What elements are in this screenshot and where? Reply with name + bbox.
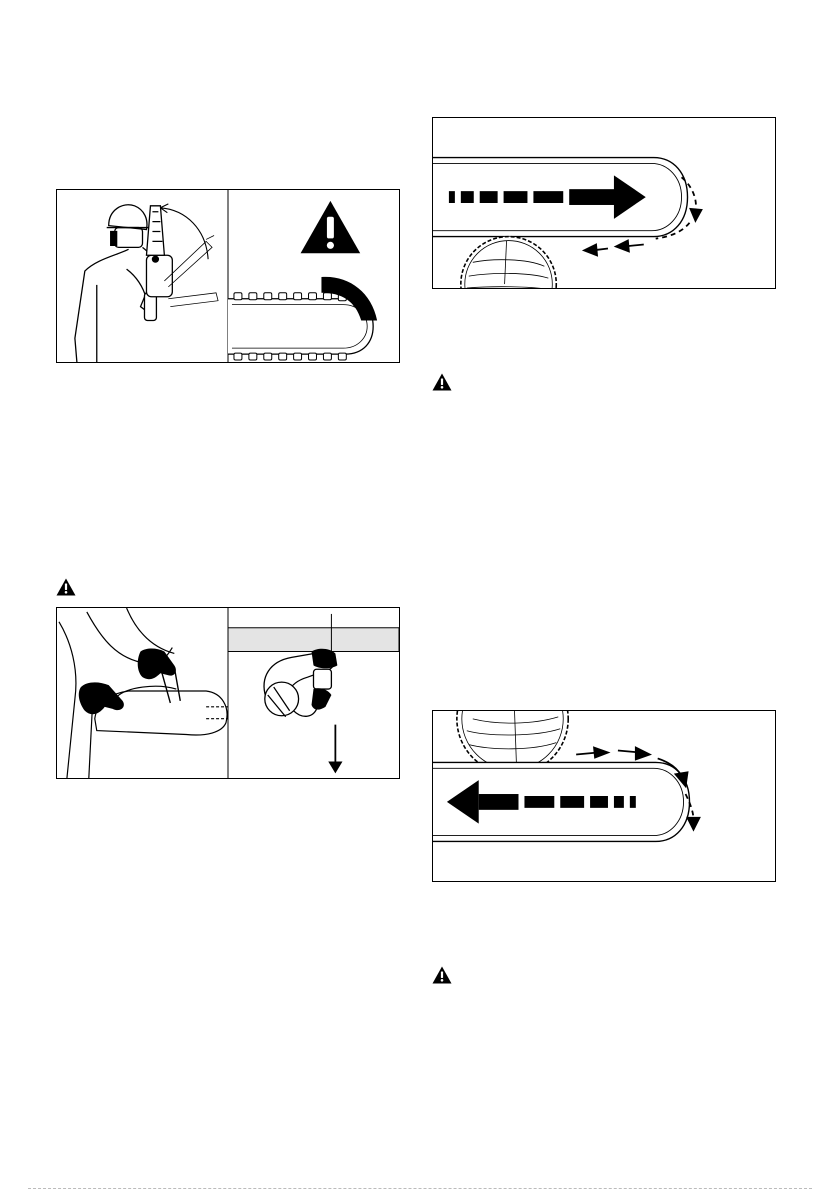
page-bottom-rule — [28, 1188, 812, 1189]
figure-chain-brake — [56, 607, 400, 779]
log-cross-section-icon — [461, 237, 556, 288]
warning-icon — [432, 373, 452, 391]
warning-icon — [432, 966, 452, 984]
guide-bar-kickback-zone-icon — [228, 277, 377, 360]
operator-with-chainsaw-icon — [75, 204, 218, 362]
figure-kickback — [56, 189, 400, 363]
figure-pushing-chain — [432, 710, 776, 882]
figure-pulling-chain — [432, 117, 776, 289]
warning-icon — [56, 578, 76, 596]
warning-triangle-icon — [301, 201, 361, 253]
